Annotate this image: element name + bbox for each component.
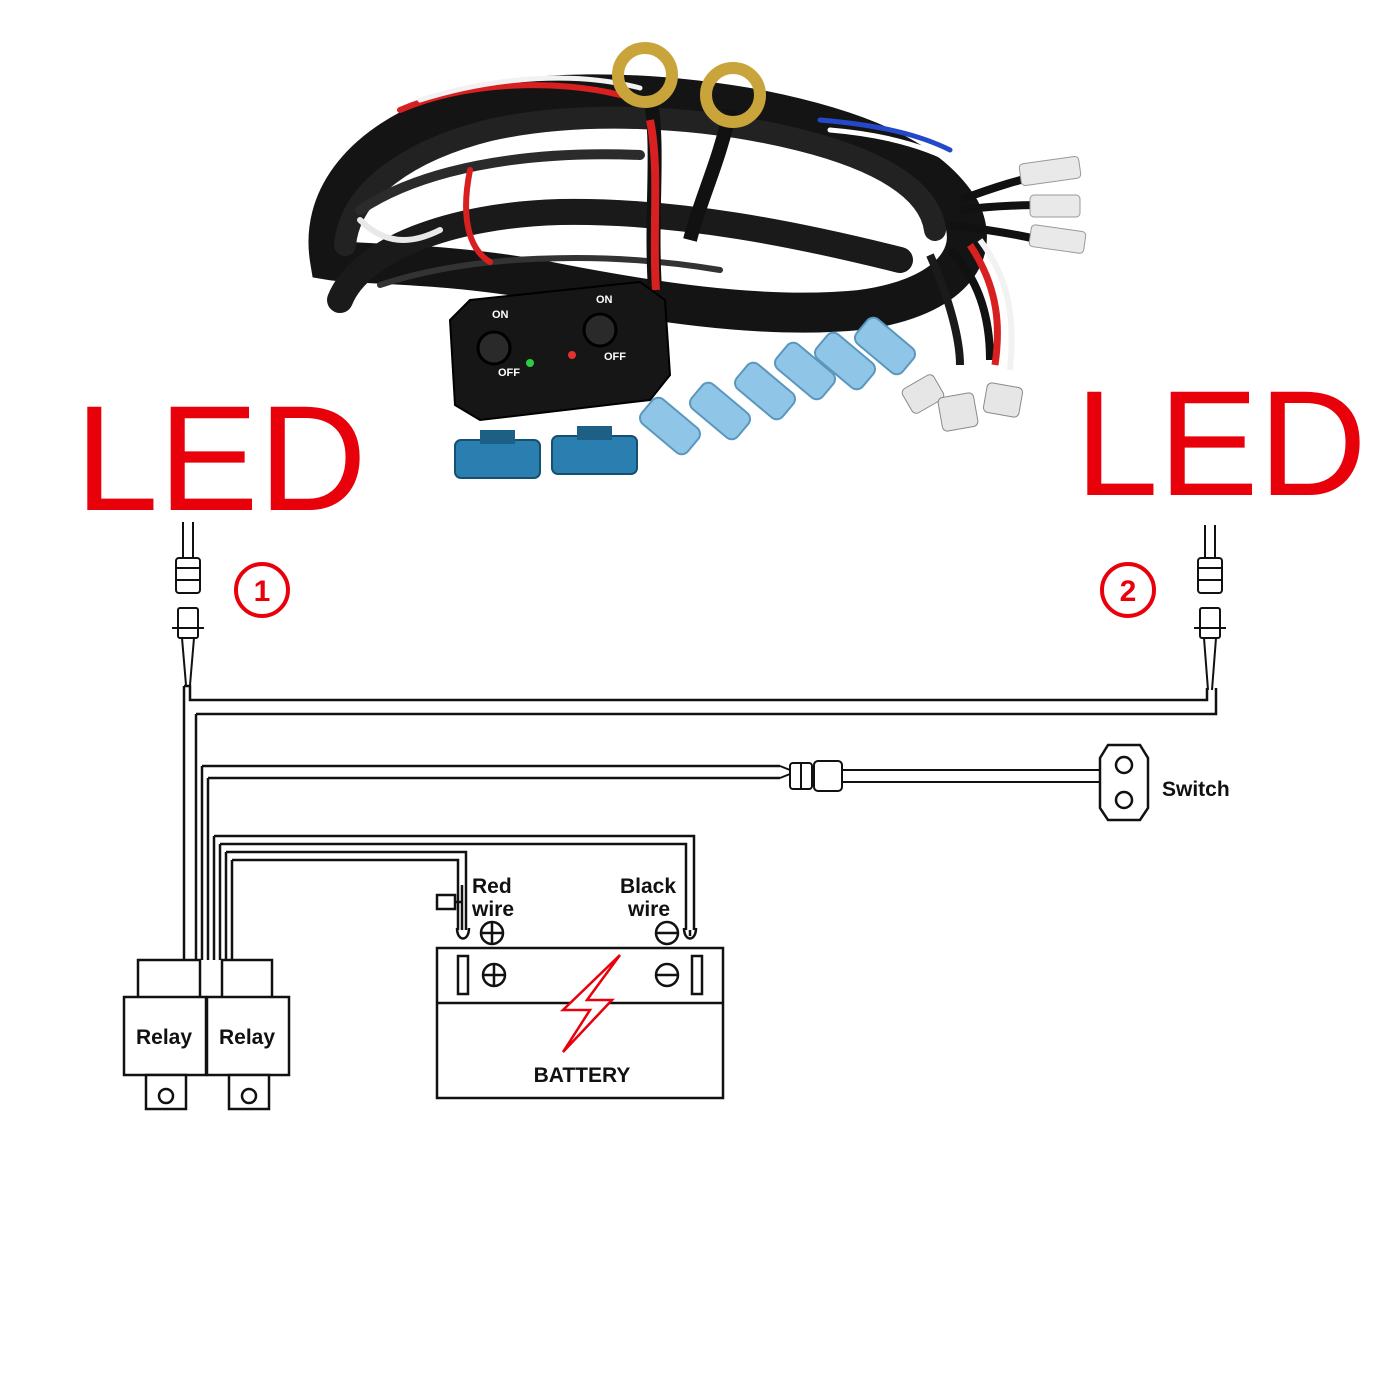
switch-label: Switch <box>1162 778 1230 801</box>
switch-on-label-2: ON <box>596 294 613 306</box>
insulated-terminals <box>639 316 916 456</box>
relay-1-label: Relay <box>136 1026 192 1049</box>
relay-2-label: Relay <box>219 1026 275 1049</box>
switch-on-label-1: ON <box>492 309 509 321</box>
lower-wires <box>901 238 1024 432</box>
cable-coil <box>308 74 987 333</box>
switch-device[interactable]: Switch <box>1098 743 1230 822</box>
ring-terminal-2 <box>700 62 766 128</box>
marker-1: 1 <box>234 562 290 618</box>
switch-button-2[interactable] <box>582 312 618 348</box>
marker-2: 2 <box>1100 562 1156 618</box>
relay-2 <box>205 958 291 1111</box>
switch-connector <box>779 760 1100 792</box>
battery-leads <box>435 885 698 940</box>
spade-connectors <box>949 155 1087 254</box>
fuse-1 <box>454 439 541 479</box>
black-wire-label-line2: wire <box>627 898 670 921</box>
red-wire-label-line1: Red <box>472 875 512 898</box>
ring-terminal-1 <box>612 42 678 108</box>
switch-off-label-1: OFF <box>498 367 520 379</box>
wiring-lines <box>182 684 1218 960</box>
switch-off-label-2: OFF <box>604 351 626 363</box>
indicator-led-red <box>568 351 576 359</box>
blade-fuses <box>454 426 638 479</box>
marker-1-number: 1 <box>254 575 271 608</box>
battery <box>435 946 725 1100</box>
red-wire-label-line2: wire <box>471 898 514 921</box>
led-label-right: LED <box>1075 359 1367 527</box>
switch-button-1[interactable] <box>476 330 512 366</box>
indicator-led-green <box>526 359 534 367</box>
led-label-left: LED <box>75 374 367 542</box>
battery-label: BATTERY <box>534 1064 631 1087</box>
dual-switch-panel: ON OFF ON OFF <box>448 280 672 422</box>
fuse-2 <box>551 435 638 475</box>
relay-1 <box>122 958 208 1111</box>
marker-2-number: 2 <box>1120 575 1137 608</box>
ring-terminals <box>612 42 766 291</box>
black-wire-label-line1: Black <box>620 875 676 898</box>
positive-symbol-top <box>479 920 505 946</box>
lightning-icon <box>559 954 622 1053</box>
battery-positive-terminal <box>481 962 507 988</box>
led-connector-right <box>1194 525 1226 691</box>
led-connector-left <box>172 522 204 686</box>
wiring-harness-product: ON OFF ON OFF <box>308 42 1087 479</box>
negative-symbol-top <box>654 920 680 946</box>
battery-negative-terminal <box>654 962 680 988</box>
